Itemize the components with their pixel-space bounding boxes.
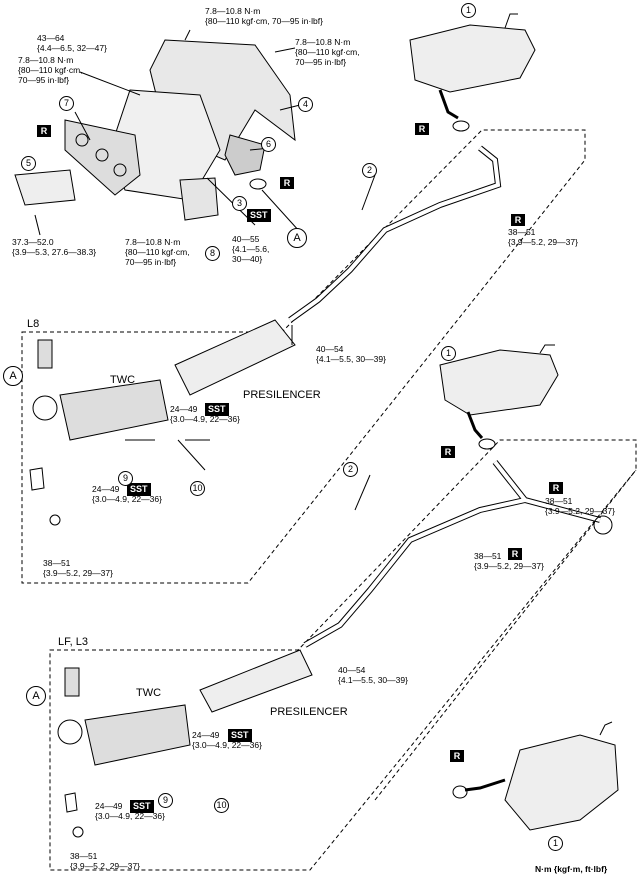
callout-8: 8 [205, 246, 220, 261]
replace-marker-gasket-upper-muffler: R [415, 123, 429, 135]
section-label-lf-l3: LF, L3 [58, 636, 88, 648]
torque-insulator-bolt-upper: 7.8—10.8 N·m {80—110 kgf·cm, 70—95 in·lb… [205, 6, 323, 26]
torque-upper-muffler-nut: 38—51 {3.9—5.2, 29—37} [508, 227, 578, 247]
callout-9-upper: 9 [118, 471, 133, 486]
units-legend: N·m {kgf·m, ft·lbf} [535, 864, 608, 874]
torque-lf-sensor-left: 24—49 {3.0—4.9, 22—36} [95, 801, 165, 821]
torque-manifold-bolt-left: 7.8—10.8 N·m {80—110 kgf·cm, 70—95 in·lb… [18, 55, 83, 85]
torque-bracket-bolt: 37.3—52.0 {3.9—5.3, 27.6—38.3} [12, 237, 97, 257]
replace-marker-gasket-lower-muffler: R [450, 750, 464, 762]
presilencer-label-lower: PRESILENCER [270, 706, 348, 718]
torque-l8-presilencer-nut: 40—54 {4.1—5.5, 30—39} [316, 344, 386, 364]
torque-l8-sensor-left: 24—49 {3.0—4.9, 22—36} [92, 484, 162, 504]
callout-1-middle: 1 [441, 346, 456, 361]
torque-tube-nut: 40—55 {4.1—5.6, 30—40} [232, 234, 270, 264]
lower-main-silencer-drawing [452, 721, 619, 831]
torque-l8-flange-nut: 38—51 {3.9—5.2, 29—37} [43, 558, 113, 578]
sst-marker-tube: SST [247, 209, 271, 222]
replace-marker-nut-upper-muffler: R [511, 214, 525, 226]
torque-lf-sensor-right: 24—49 {3.0—4.9, 22—36} [192, 730, 262, 750]
replace-marker-nut-middle-muffler-upper: R [549, 482, 563, 494]
upper-front-pipe-drawing [29, 145, 502, 526]
replace-marker-gasket-middle-muffler: R [441, 446, 455, 458]
torque-middle-muffler-nut-upper: 38—51 {3.9—5.2, 29—37} [545, 496, 615, 516]
torque-manifold-nut: 43—64 {4.4—6.5, 32—47} [37, 33, 107, 53]
torque-lower-bracket-bolt: 7.8—10.8 N·m {80—110 kgf·cm, 70—95 in·lb… [125, 237, 190, 267]
callout-7: 7 [59, 96, 74, 111]
callout-10-upper: 10 [190, 481, 205, 496]
torque-l8-sensor-right: 24—49 {3.0—4.9, 22—36} [170, 404, 240, 424]
reference-a-lf: A [26, 686, 46, 706]
upper-main-silencer-drawing [409, 13, 536, 132]
callout-6: 6 [261, 137, 276, 152]
lower-muffler-divider [374, 469, 637, 801]
torque-insulator-bolt-right: 7.8—10.8 N·m {80—110 kgf·cm, 70—95 in·lb… [295, 37, 360, 67]
sst-marker-l8-sensor-left: SST [127, 483, 151, 496]
reference-a-l8: A [3, 366, 23, 386]
twc-label-lower: TWC [136, 687, 162, 699]
callout-9-lower: 9 [158, 793, 173, 808]
callout-2-upper: 2 [362, 163, 377, 178]
torque-middle-muffler-nut-lower: 38—51 {3.9—5.2, 29—37} [474, 551, 544, 571]
callout-5: 5 [21, 156, 36, 171]
sst-marker-l8-sensor-right: SST [205, 403, 229, 416]
callout-10-lower: 10 [214, 798, 229, 813]
section-label-l8: L8 [27, 318, 40, 330]
callout-1-lower: 1 [548, 836, 563, 851]
replace-marker-nut-middle-muffler-lower: R [508, 548, 522, 560]
torque-lf-flange-nut: 38—51 {3.9—5.2, 29—37} [70, 851, 140, 871]
replace-marker-gasket-manifold: R [37, 125, 51, 137]
middle-main-silencer-drawing [439, 344, 559, 450]
twc-label-upper: TWC [110, 374, 136, 386]
lower-front-pipe-drawing [57, 460, 613, 838]
sst-marker-lf-sensor-right: SST [228, 729, 252, 742]
reference-a-upper: A [287, 228, 307, 248]
callout-4: 4 [298, 97, 313, 112]
presilencer-label-upper: PRESILENCER [243, 389, 321, 401]
lf-l3-section-frame [49, 439, 637, 871]
torque-lf-presilencer-nut: 40—54 {4.1—5.5, 30—39} [338, 665, 408, 685]
callout-1-upper: 1 [461, 3, 476, 18]
sst-marker-lf-sensor-left: SST [130, 800, 154, 813]
callout-3: 3 [232, 196, 247, 211]
exhaust-manifold-drawing [14, 39, 296, 221]
replace-marker-gasket-tube: R [280, 177, 294, 189]
callout-2-lower: 2 [343, 462, 358, 477]
